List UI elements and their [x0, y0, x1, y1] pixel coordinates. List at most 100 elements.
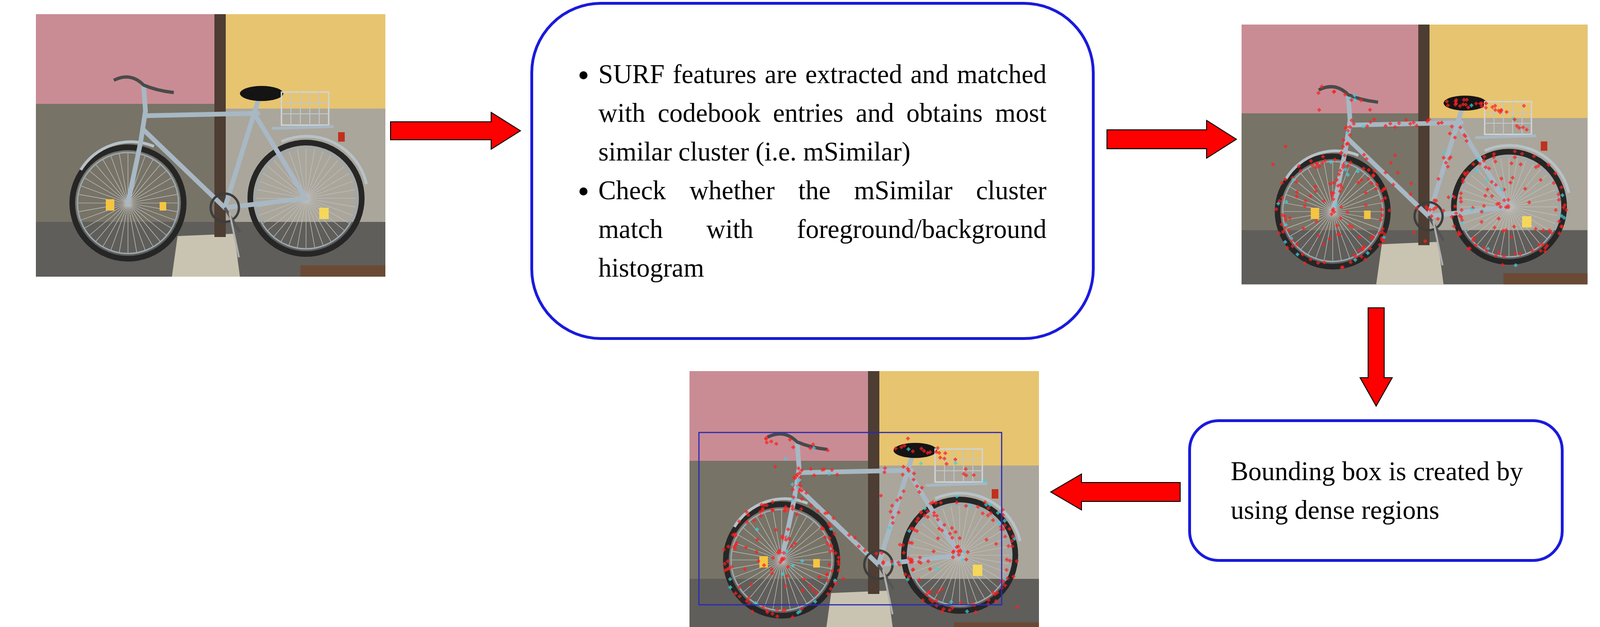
- surf-point-ring: [1462, 98, 1466, 102]
- surf-point: [1434, 198, 1439, 203]
- surf-point: [1423, 239, 1428, 244]
- surf-point: [1381, 235, 1386, 239]
- surf-point-ring: [1345, 142, 1349, 146]
- surf-point-mark: [1011, 534, 1015, 539]
- surf-point-ring: [1364, 204, 1368, 207]
- surf-point-ring: [935, 568, 939, 571]
- surf-point: [976, 505, 980, 510]
- surf-point: [950, 536, 954, 540]
- surf-point-ring: [991, 519, 995, 522]
- surf-point-mark: [798, 476, 802, 480]
- surf-point-ring: [798, 476, 802, 480]
- surf-point: [918, 555, 922, 560]
- surf-point: [950, 526, 954, 531]
- surf-point-ring: [1349, 261, 1353, 264]
- surf-point: [1302, 261, 1307, 266]
- surf-point-mark: [934, 598, 939, 603]
- surf-point: [1294, 194, 1299, 199]
- surf-point: [1462, 133, 1467, 137]
- surf-point-mark: [1317, 108, 1321, 112]
- surf-point: [1320, 161, 1325, 165]
- surf-point: [800, 497, 804, 502]
- surf-point-ring: [1527, 201, 1531, 205]
- surf-point: [1383, 124, 1388, 128]
- surf-point-ring: [1003, 535, 1007, 539]
- surf-point: [1434, 205, 1439, 210]
- surf-point: [1011, 574, 1016, 579]
- surf-point-ring: [1513, 118, 1516, 121]
- detection-photo-part-part: [689, 371, 1039, 627]
- surf-point-ring: [782, 609, 785, 613]
- surf-point-ring: [1280, 222, 1284, 226]
- surf-point-mark: [1449, 214, 1454, 219]
- surf-point-ring: [730, 565, 734, 569]
- surf-point-ring: [1466, 170, 1470, 174]
- surf-point-mark: [1393, 125, 1397, 129]
- surf-point: [1289, 236, 1294, 241]
- surf-point: [1314, 219, 1319, 224]
- surf-point-mark: [1447, 131, 1452, 136]
- surf-point-ring: [955, 545, 959, 549]
- surf-point-ring: [1449, 155, 1453, 159]
- surf-point: [1387, 208, 1392, 213]
- surf-point-ring: [920, 486, 924, 490]
- surf-point-mark: [910, 541, 914, 545]
- surf-point-mark: [1283, 177, 1288, 182]
- surf-point: [1338, 168, 1343, 173]
- surf-point: [1294, 179, 1299, 184]
- surf-point: [791, 445, 796, 450]
- surf-point-ring: [948, 608, 952, 612]
- surf-point: [1339, 204, 1344, 209]
- surf-point-ring: [907, 575, 911, 579]
- surf-point-mark: [1474, 101, 1479, 106]
- surf-point-ring: [1008, 559, 1012, 563]
- surf-point: [770, 500, 775, 504]
- surf-point: [746, 513, 750, 518]
- surf-point-ring: [1356, 181, 1360, 185]
- surf-point: [1361, 124, 1366, 129]
- surf-point-mark: [1353, 93, 1357, 98]
- surf-point: [1408, 192, 1413, 196]
- surf-point: [1541, 228, 1546, 233]
- surf-point-ring: [1453, 204, 1457, 208]
- surf-point-ring: [745, 520, 749, 524]
- surf-point-mark: [1380, 227, 1385, 231]
- surf-point-mark: [936, 536, 940, 541]
- surf-point: [777, 548, 782, 553]
- surf-point: [1383, 196, 1388, 201]
- surf-point: [775, 608, 780, 613]
- surf-point-mark: [1284, 199, 1289, 204]
- surf-point: [737, 594, 742, 599]
- surf-point-mark: [825, 572, 829, 577]
- surf-point-ring: [1492, 152, 1496, 156]
- surf-point: [1368, 108, 1372, 112]
- surf-point-mark: [1313, 184, 1318, 189]
- surf-point-mark: [1344, 142, 1349, 146]
- surf-point: [1393, 125, 1397, 129]
- surf-point: [1395, 170, 1400, 175]
- surf-point-ring: [1463, 171, 1466, 175]
- surf-point: [1015, 605, 1020, 610]
- input-photo-part: [35, 14, 386, 277]
- surf-point-mark: [1429, 214, 1434, 219]
- surf-point: [1280, 195, 1285, 200]
- surf-point-ring: [902, 551, 906, 555]
- surf-point-ring: [1294, 180, 1298, 184]
- surf-point-mark: [1504, 110, 1509, 114]
- surf-point-ring: [1480, 210, 1483, 214]
- surf-point-mark: [1404, 118, 1409, 122]
- surf-point-mark: [1331, 197, 1336, 202]
- surf-point-mark: [1353, 258, 1358, 263]
- surf-point-ring: [1283, 240, 1287, 244]
- surf-point: [1371, 174, 1376, 179]
- surf-point: [942, 523, 947, 528]
- surf-point: [1379, 207, 1384, 212]
- surf-point: [1313, 184, 1318, 189]
- surf-point-mark: [1341, 144, 1345, 149]
- surf-point: [911, 471, 916, 476]
- surf-point: [1364, 157, 1369, 162]
- surf-point: [1353, 258, 1358, 263]
- surf-point: [1388, 161, 1393, 165]
- surf-point: [953, 530, 958, 535]
- surf-point-mark: [1316, 91, 1321, 95]
